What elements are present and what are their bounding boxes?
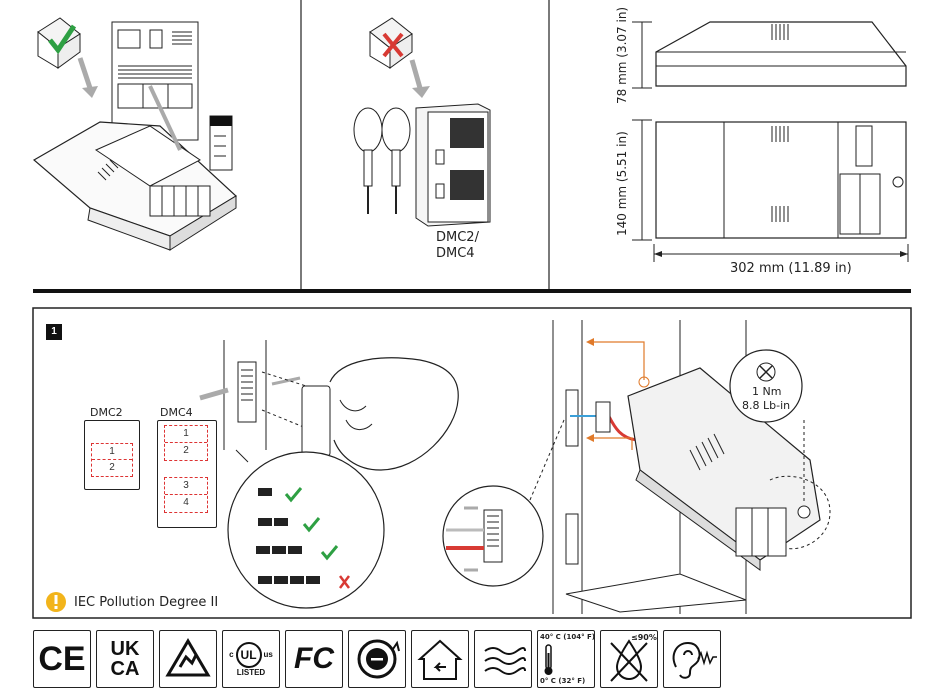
dmc4-title: DMC4 (160, 406, 193, 419)
dmc4-slot-1: 1 (165, 426, 207, 443)
dmc2-slot-2: 2 (109, 462, 115, 473)
unbox-no-tools-illustration (369, 17, 430, 98)
dmc2-slot-group: 1 2 (91, 443, 133, 477)
width-dimension: 302 mm (11.89 in) (730, 261, 852, 276)
height-top-dimension: 140 mm (5.51 in) (615, 131, 629, 236)
ul-text: UL (235, 641, 262, 668)
dmc4-slot-group-b: 3 4 (164, 477, 208, 513)
model-label-line2: DMC4 (436, 246, 475, 261)
recycling-e-icon (348, 630, 406, 688)
ul-us-text: us (263, 650, 273, 659)
torque-value-nm: 1 Nm (752, 385, 782, 398)
warning-icon (46, 592, 66, 612)
fcc-mark-icon: FC (285, 630, 343, 688)
dmc2-slot-1: 1 (92, 444, 132, 460)
module-count-callout (227, 449, 385, 609)
dmc-device-isometric (32, 85, 237, 251)
dmc4-slot-2: 2 (183, 445, 189, 456)
dmc4-module-panel: 1 2 3 4 (157, 420, 217, 528)
label-sticker-icon (209, 115, 233, 171)
mounting-rail-left (199, 340, 307, 450)
screwdriver-icon (353, 107, 411, 214)
ul-c-text: c (229, 650, 234, 659)
ukca-mark-icon: UK CA (96, 630, 154, 688)
orange-guide-arrows (586, 338, 650, 450)
ul-listed-mark-icon: c UL us LISTED (222, 630, 280, 688)
ukca-line1: UK (110, 638, 140, 660)
noise-icon (663, 630, 721, 688)
temp-max-label: 40° C (104° F) (540, 633, 595, 641)
model-label-line1: DMC2/ (436, 230, 479, 245)
ul-listed-text: LISTED (236, 667, 266, 677)
dmc4-slot-3: 3 (165, 478, 207, 495)
manual-document-icon (111, 21, 199, 141)
side-view-drawing (632, 21, 907, 89)
top-view-drawing (632, 119, 909, 262)
ce-mark-icon: CE (33, 630, 91, 688)
torque-callout (729, 349, 803, 423)
humidity-icon: ≤90% (600, 630, 658, 688)
hand-inserting-module (301, 357, 459, 471)
step-1-frame (32, 307, 912, 619)
control-panel-front (415, 103, 491, 227)
indoor-use-icon (411, 630, 469, 688)
dmc4-slot-4: 4 (183, 497, 189, 508)
temp-min-label: 0° C (32° F) (540, 677, 586, 685)
step-badge: 1 (46, 324, 62, 340)
airflow-icon (474, 630, 532, 688)
pollution-degree-note: IEC Pollution Degree II (74, 595, 219, 610)
torque-value-lbin: 8.8 Lb-in (742, 399, 791, 412)
fcc-text: FC (294, 642, 334, 675)
height-side-dimension: 78 mm (3.07 in) (615, 6, 629, 104)
rcm-mark-icon (159, 630, 217, 688)
dmc2-module-panel: 1 2 (84, 420, 140, 490)
unbox-ok-illustration (37, 17, 98, 98)
ukca-line2: CA (110, 658, 140, 680)
dmc-device-mounted (565, 367, 831, 613)
humidity-label: ≤90% (631, 633, 657, 642)
connector-detail-callout (442, 419, 565, 587)
temperature-range-icon: 40° C (104° F) 0° C (32° F) (537, 630, 595, 688)
dmc2-title: DMC2 (90, 406, 123, 419)
ce-text: CE (38, 639, 86, 678)
dmc4-slot-group-a: 1 2 (164, 425, 208, 461)
